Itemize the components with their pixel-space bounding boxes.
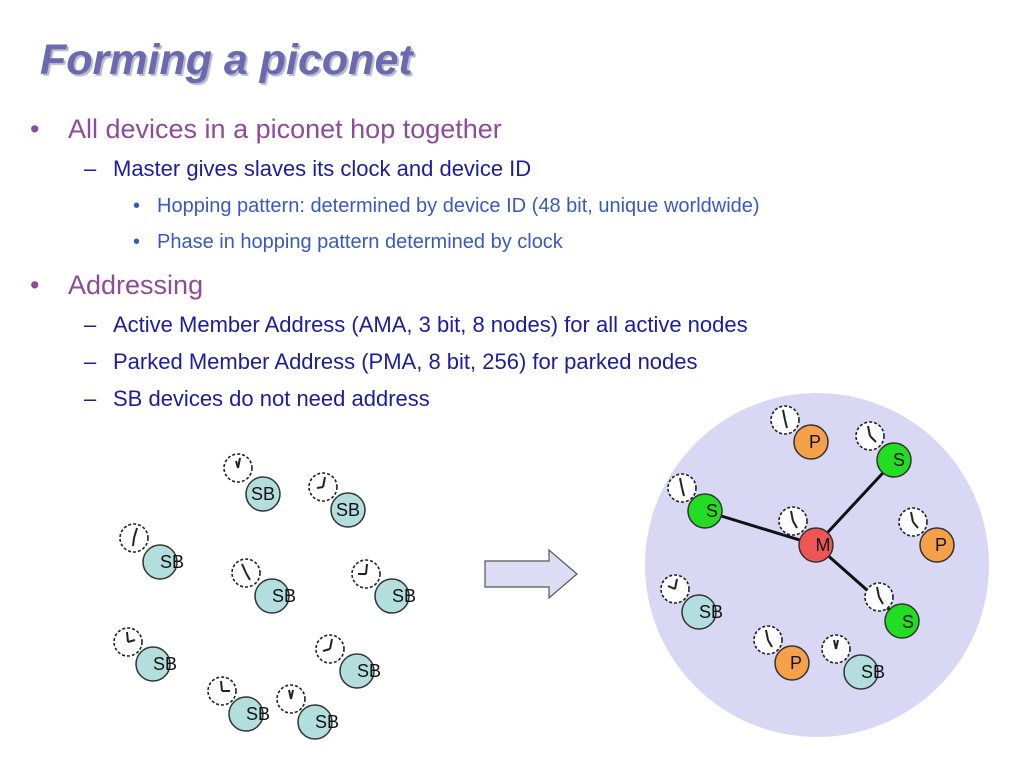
bullet-ama: Active Member Address (AMA, 3 bit, 8 nod…	[113, 312, 748, 337]
bullet-marker: •	[30, 114, 40, 144]
clock-icon	[308, 472, 338, 502]
bullet-master-clock: Master gives slaves its clock and device…	[113, 156, 532, 181]
clock-icon	[660, 574, 690, 604]
clock-icon	[855, 421, 885, 451]
bullet-piconet-hop: All devices in a piconet hop together	[68, 114, 502, 144]
clock-icon	[351, 559, 381, 589]
device-label: SB	[315, 712, 339, 732]
device-label: SB	[336, 500, 360, 520]
clock-icon	[753, 625, 783, 655]
sub-bullet-marker: •	[133, 231, 141, 253]
device-label: SB	[153, 654, 177, 674]
clock-icon	[667, 473, 697, 503]
link-m-s-left	[704, 509, 817, 547]
device-node: S	[876, 442, 912, 478]
device-label: SB	[160, 552, 184, 572]
clock-icon	[119, 523, 149, 553]
device-node: S	[687, 493, 723, 529]
device-label: SB	[246, 704, 270, 724]
device-label: M	[816, 535, 831, 555]
device-label: P	[790, 653, 802, 673]
clock-icon	[231, 558, 261, 588]
bullet-marker: •	[30, 270, 40, 300]
device-node: S	[884, 603, 920, 639]
device-label: SB	[251, 484, 275, 504]
clock-icon	[276, 684, 306, 714]
device-label: S	[902, 612, 914, 632]
device-node: SB	[374, 578, 416, 614]
bullet-addressing: Addressing	[68, 270, 204, 300]
device-node: SB	[843, 654, 885, 690]
right-arrow-icon	[484, 548, 578, 600]
bullet-pma: Parked Member Address (PMA, 8 bit, 256) …	[113, 349, 698, 374]
device-node: SB	[330, 492, 366, 528]
clock-icon	[898, 507, 928, 537]
clock-icon	[778, 506, 808, 536]
bullet-hopping-pattern: Hopping pattern: determined by device ID…	[157, 195, 760, 217]
bullet-phase: Phase in hopping pattern determined by c…	[157, 231, 563, 253]
device-node: P	[793, 424, 829, 460]
device-node: SB	[245, 476, 281, 512]
clock-icon	[207, 676, 237, 706]
device-node: SB	[142, 544, 184, 580]
piconet-devices: P S S P M SB S P SB	[660, 405, 955, 690]
device-node: SB	[228, 696, 270, 732]
device-label: SB	[272, 586, 296, 606]
slide-title: Forming a piconet	[40, 36, 413, 84]
bullet-sb-no-address: SB devices do not need address	[113, 386, 430, 411]
device-node: P	[774, 645, 810, 681]
standby-devices: SB SB SB SB SB SB SB SB SB	[113, 453, 416, 740]
master-node: M	[798, 527, 834, 563]
dash-marker: –	[84, 312, 97, 337]
clock-icon	[770, 405, 800, 435]
device-label: SB	[861, 662, 885, 682]
clock-icon	[223, 453, 253, 483]
device-node: SB	[135, 646, 177, 682]
link-m-s-top	[814, 459, 896, 547]
device-label: S	[893, 450, 905, 470]
device-label: SB	[392, 586, 416, 606]
clock-icon	[864, 582, 894, 612]
device-node: SB	[681, 594, 723, 630]
clock-icon	[113, 627, 143, 657]
device-node: SB	[339, 653, 381, 689]
device-label: SB	[357, 661, 381, 681]
device-label: S	[706, 501, 718, 521]
clock-icon	[315, 634, 345, 664]
device-node: SB	[297, 704, 339, 740]
clock-icon	[821, 634, 851, 664]
sub-bullet-marker: •	[133, 195, 141, 217]
device-node: SB	[254, 578, 296, 614]
dash-marker: –	[84, 349, 97, 374]
piconet-area	[645, 393, 989, 737]
dash-marker: –	[84, 156, 97, 181]
device-label: P	[935, 535, 947, 555]
device-label: P	[809, 432, 821, 452]
device-label: SB	[699, 602, 723, 622]
dash-marker: –	[84, 386, 97, 411]
device-node: P	[919, 527, 955, 563]
